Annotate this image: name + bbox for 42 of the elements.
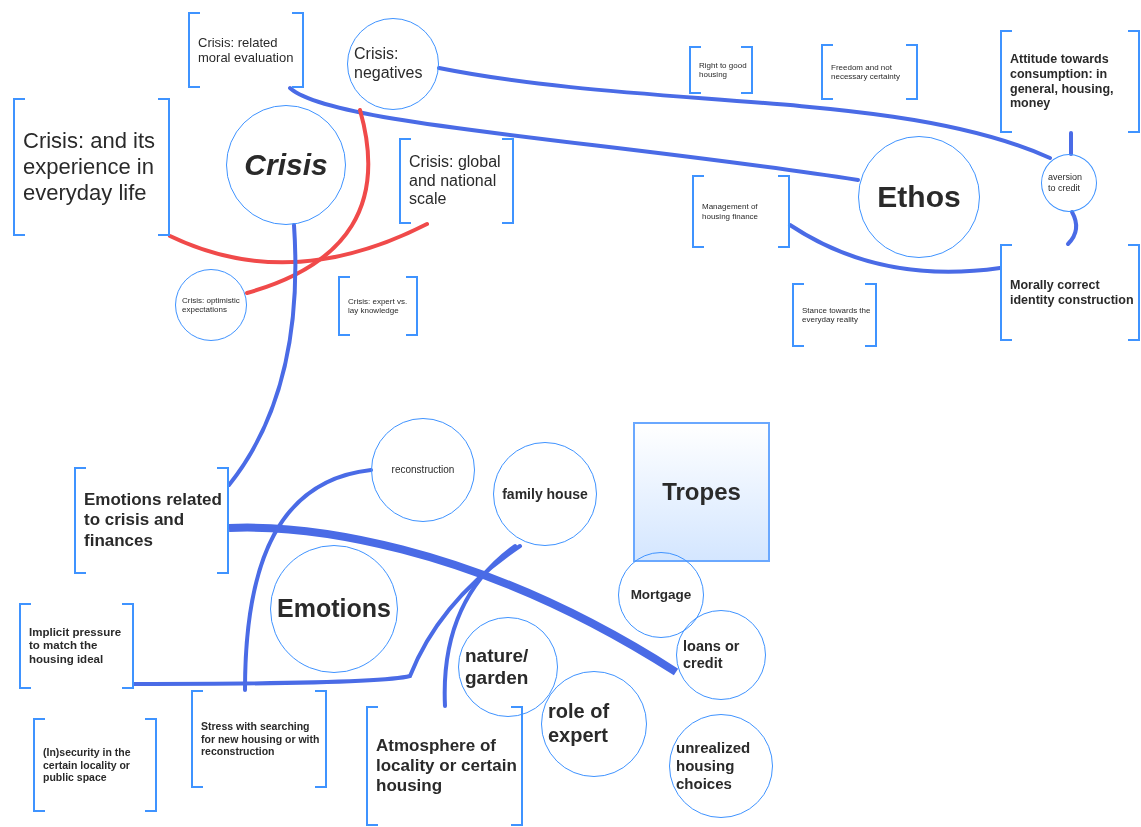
node-label: Atmosphere of locality or certain housing xyxy=(376,735,517,797)
node-label: Ethos xyxy=(877,179,961,215)
node-label: Crisis: optimistic expectations xyxy=(182,295,240,315)
node-label: Crisis: global and national scale xyxy=(409,152,502,210)
node-label: Management of housing finance xyxy=(702,202,760,221)
connector-line xyxy=(168,222,429,265)
connector-line xyxy=(243,468,373,692)
connector-line xyxy=(788,223,1002,274)
node-label: family house xyxy=(502,485,588,503)
node-label: Crisis: negatives xyxy=(354,45,424,83)
node-label: Emotions related to crisis and finances xyxy=(84,490,223,551)
connector-line xyxy=(227,223,298,487)
node-label: Emotions xyxy=(277,594,391,624)
connector-line xyxy=(132,544,522,686)
node-label: aversion to credit xyxy=(1048,172,1084,194)
node-label: loans or credit xyxy=(683,637,741,673)
node-label: Stress with searching for new housing or with reconstruction xyxy=(201,720,321,758)
node-label: Tropes xyxy=(662,477,741,507)
node-label: Freedom and not necessary certainty xyxy=(831,62,901,82)
node-label: Crisis: expert vs. lay knowledge xyxy=(348,296,409,316)
node-label: reconstruction xyxy=(391,464,455,476)
node-label: unrealized housing choices xyxy=(676,739,752,793)
node-label: role of expert xyxy=(548,700,611,748)
connector-line xyxy=(442,544,517,708)
node-label: nature/ garden xyxy=(465,644,530,690)
node-label: Right to good housing xyxy=(699,60,747,80)
connector-line xyxy=(288,86,860,182)
node-label: Stance towards the everyday reality xyxy=(802,305,871,325)
connector-line xyxy=(1066,210,1079,246)
node-label: Attitude towards consumption: in general, housing, money xyxy=(1010,52,1115,111)
node-label: Implicit pressure to match the housing ideal xyxy=(29,625,123,667)
node-label: Crisis: and its experience in everyday life xyxy=(23,128,157,206)
node-label: Crisis xyxy=(244,147,328,183)
connector-line xyxy=(1069,131,1073,156)
topic-box xyxy=(633,422,770,562)
connector-line xyxy=(245,108,370,295)
node-label: (In)security in the certain locality or public space xyxy=(43,746,132,784)
connector-line xyxy=(228,523,679,676)
connector-line xyxy=(437,66,1052,160)
node-label: Mortgage xyxy=(630,587,692,603)
node-label: Morally correct identity construction xyxy=(1010,277,1134,308)
node-label: Crisis: related moral evaluation xyxy=(198,34,295,66)
